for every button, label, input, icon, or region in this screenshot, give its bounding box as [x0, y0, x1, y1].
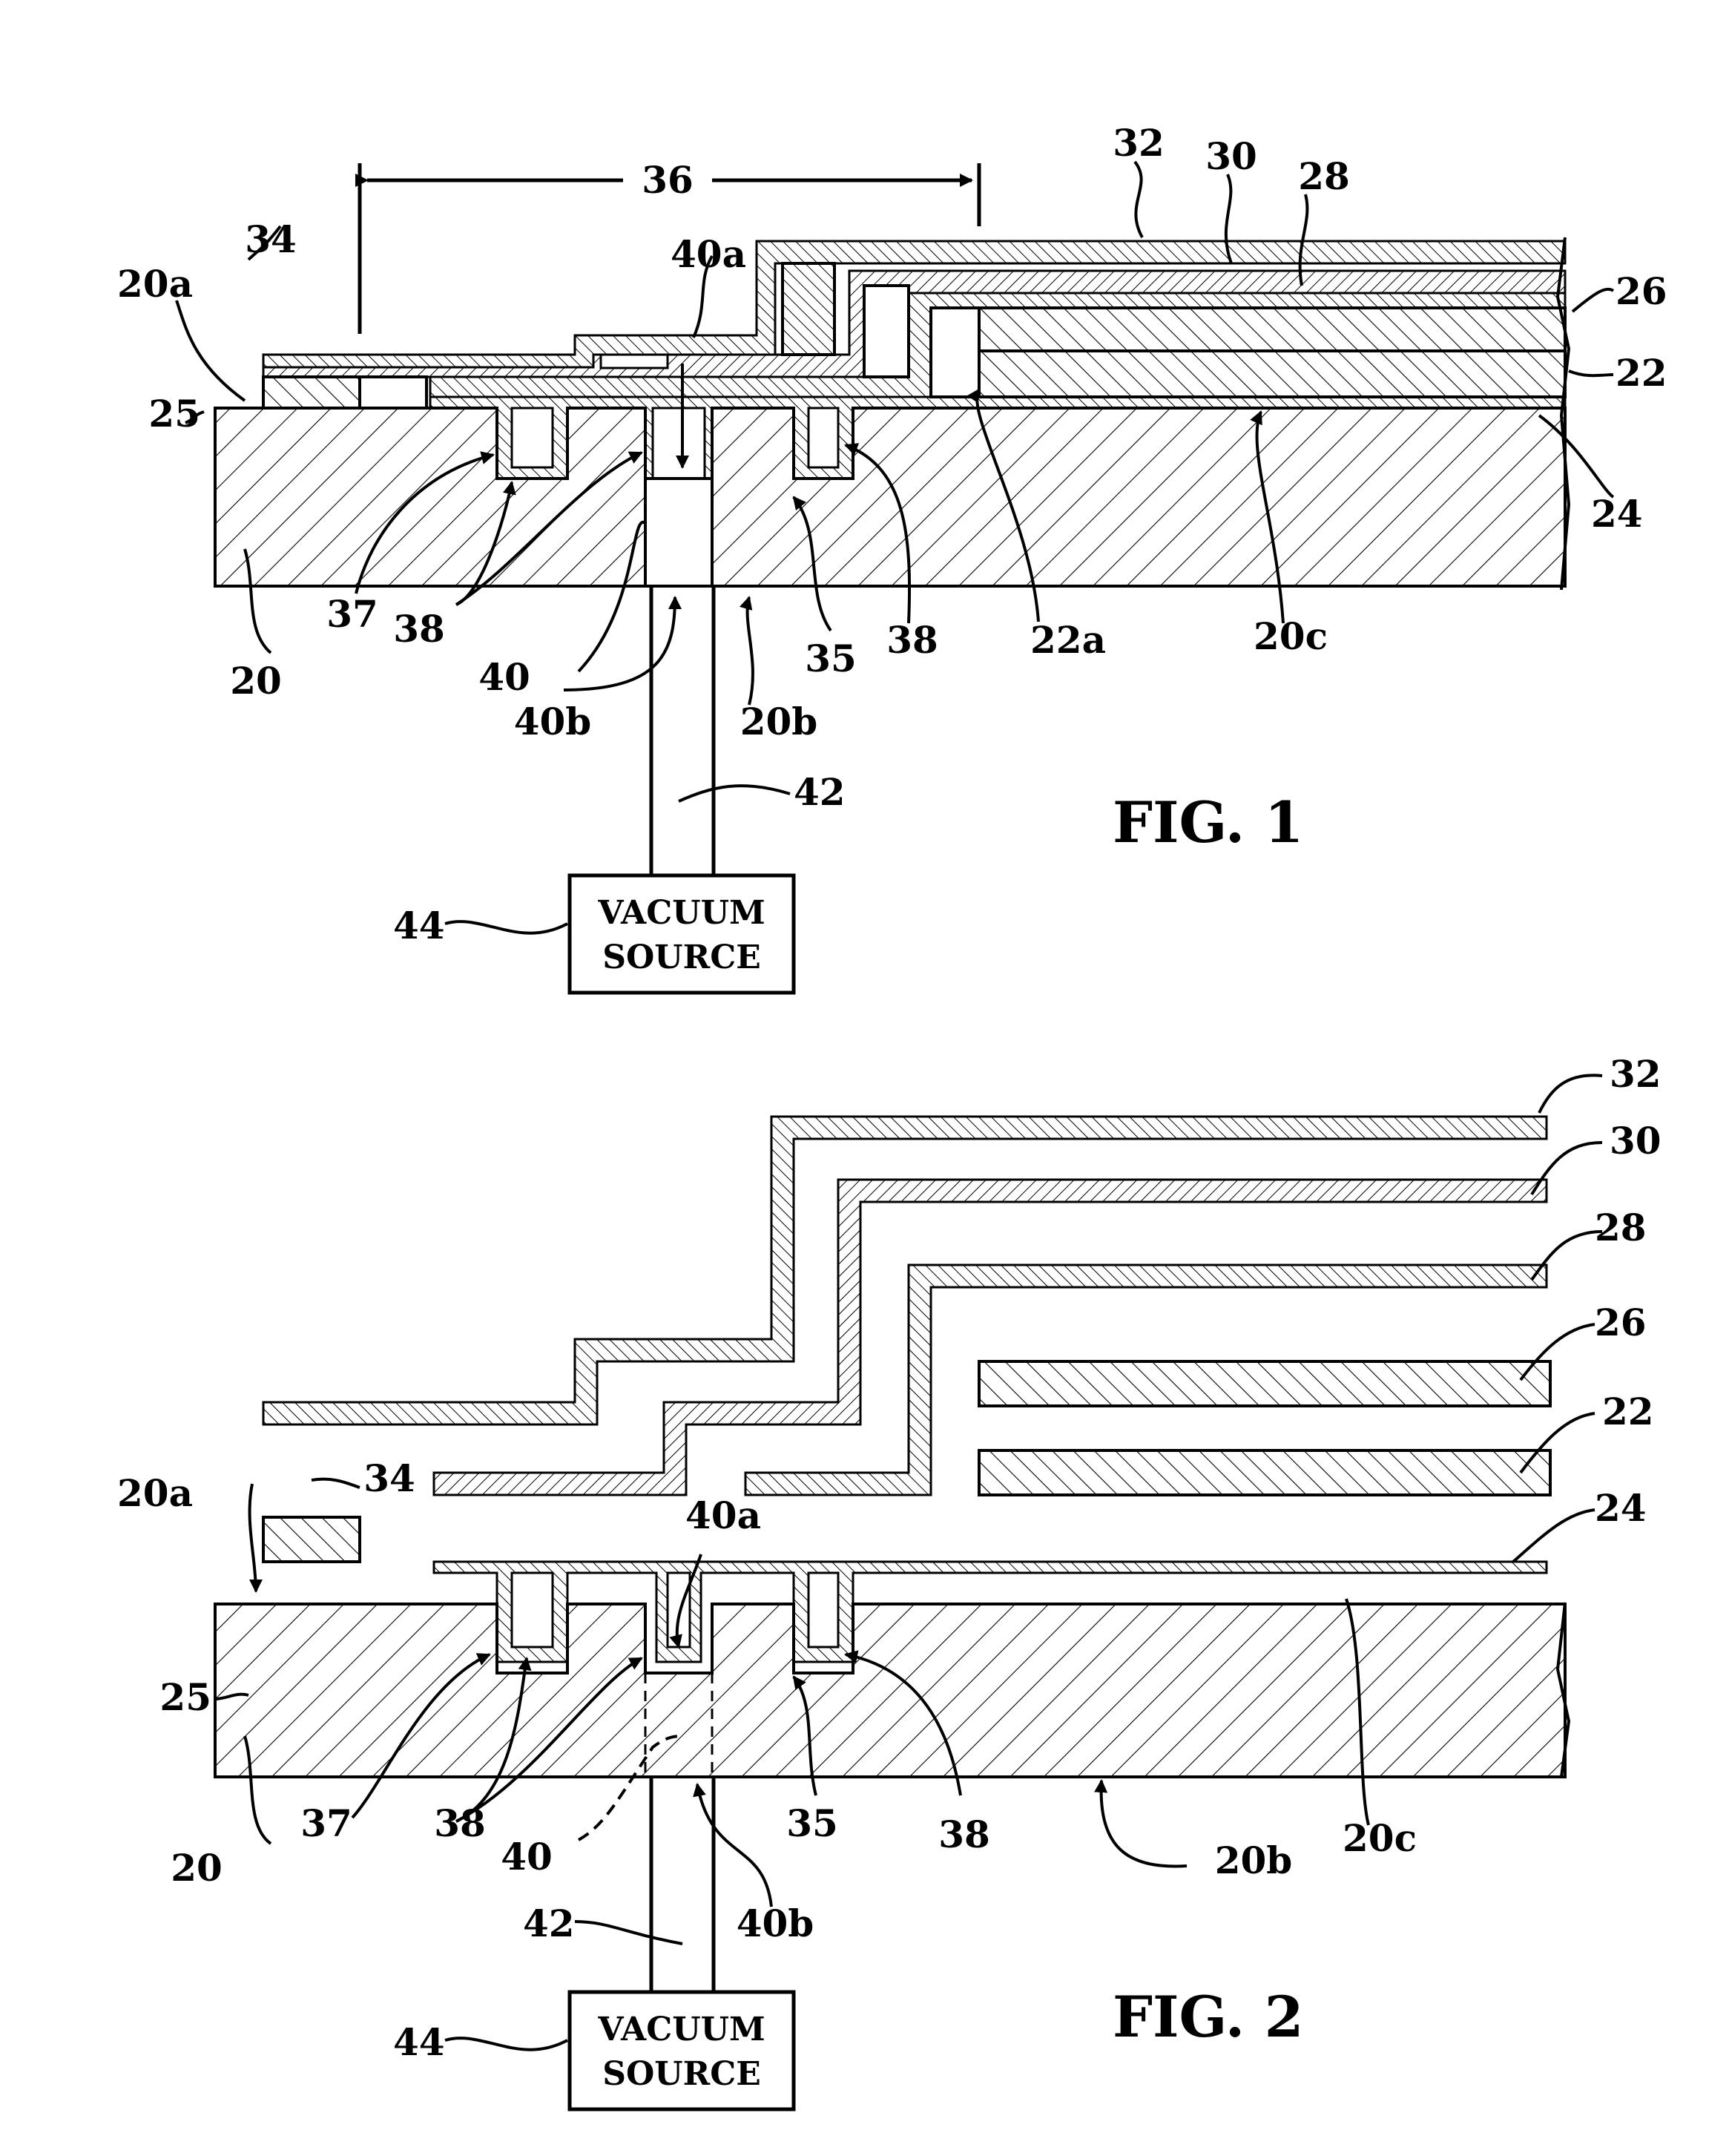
fig1-vacuum-line1: VACUUM: [597, 894, 765, 932]
fig2-label-38-left: 38: [434, 1801, 486, 1845]
fig1-label-22a: 22a: [1030, 618, 1106, 662]
fig2-label-35: 35: [786, 1801, 838, 1845]
fig1-vacuum-hole: [645, 479, 712, 586]
fig2-label-20a: 20a: [117, 1471, 193, 1515]
figure-1: VACUUM SOURCE 36 32 30: [117, 121, 1667, 993]
fig1-label-24: 24: [1591, 492, 1643, 536]
fig2-label-37: 37: [300, 1801, 352, 1845]
fig1-label-25: 25: [148, 392, 200, 436]
fig1-label-35: 35: [805, 637, 857, 680]
fig2-label-22: 22: [1602, 1390, 1654, 1433]
fig1-label-38-left: 38: [393, 607, 445, 651]
fig1-label-20c: 20c: [1254, 614, 1328, 658]
fig2-layer-22: [979, 1450, 1550, 1495]
fig2-label-26: 26: [1595, 1301, 1647, 1344]
fig2-label-24: 24: [1595, 1486, 1647, 1530]
fig1-caption: FIG. 1: [1113, 789, 1304, 855]
fig1-label-34: 34: [245, 217, 297, 261]
fig1-dimension-36: 36: [642, 158, 694, 202]
fig2-label-20c: 20c: [1343, 1816, 1417, 1860]
fig1-label-40b: 40b: [514, 700, 592, 743]
fig2-label-28: 28: [1595, 1206, 1647, 1249]
fig2-label-20b: 20b: [1215, 1838, 1293, 1882]
fig1-label-42: 42: [794, 770, 846, 814]
fig1-label-44: 44: [393, 904, 445, 947]
fig1-element-34: [263, 377, 360, 408]
fig2-label-34: 34: [363, 1456, 415, 1500]
fig2-element-34: [263, 1517, 360, 1562]
fig1-label-40: 40: [478, 655, 530, 699]
fig1-substrate: [215, 408, 1565, 586]
fig1-label-38-right: 38: [886, 618, 938, 662]
fig2-label-32: 32: [1610, 1052, 1662, 1096]
fig1-label-22: 22: [1616, 351, 1667, 395]
fig2-layer-26: [979, 1361, 1550, 1406]
fig1-label-26: 26: [1616, 269, 1667, 313]
fig1-label-37: 37: [326, 592, 378, 636]
fig2-vacuum-line2: SOURCE: [602, 2055, 761, 2093]
fig2-label-42: 42: [523, 1902, 575, 1945]
fig2-label-25: 25: [159, 1675, 211, 1719]
fig2-layer-30: [434, 1180, 1547, 1495]
fig1-label-40a: 40a: [671, 232, 746, 276]
fig1-layer-22: [979, 351, 1565, 397]
fig1-label-30: 30: [1205, 134, 1257, 178]
fig2-vacuum-line1: VACUUM: [597, 2011, 765, 2048]
fig2-label-38-right: 38: [938, 1812, 990, 1856]
fig1-vacuum-line2: SOURCE: [602, 939, 761, 976]
fig2-label-20: 20: [171, 1846, 223, 1890]
fig1-label-20b: 20b: [740, 700, 818, 743]
fig1-label-32: 32: [1113, 121, 1165, 165]
fig1-label-20a: 20a: [117, 262, 193, 306]
fig2-label-40a: 40a: [685, 1493, 761, 1537]
fig2-label-40b: 40b: [737, 1902, 814, 1945]
figure-2: VACUUM SOURCE 32 30 28 26 22 24 20a 34: [117, 1052, 1662, 2109]
fig2-caption: FIG. 2: [1113, 1984, 1304, 2050]
fig1-label-28: 28: [1298, 154, 1350, 198]
fig1-layer-26: [979, 308, 1565, 351]
fig2-label-30: 30: [1610, 1119, 1662, 1163]
fig2-label-44: 44: [393, 2020, 445, 2064]
fig1-label-20: 20: [230, 659, 282, 703]
fig2-label-40: 40: [501, 1835, 553, 1879]
